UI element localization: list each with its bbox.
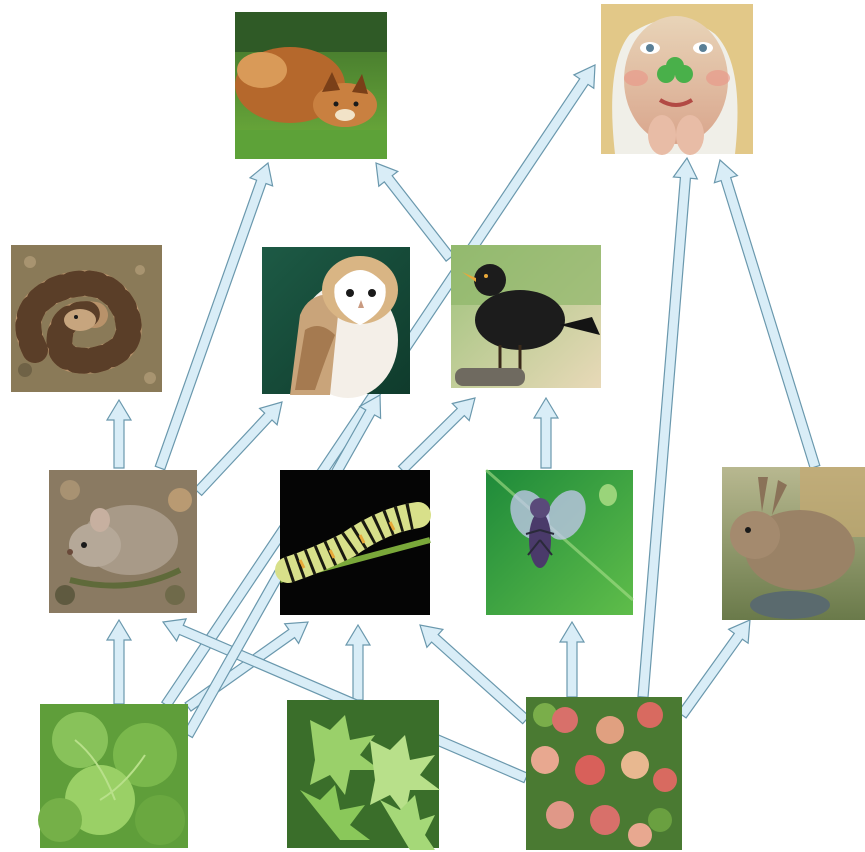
arrow-blackbird-to-fox: [376, 163, 454, 261]
arrow-clover-to-mouse: [107, 620, 131, 704]
caterpillar-icon: [280, 470, 430, 615]
arrow-fly-to-blackbird: [534, 398, 558, 468]
arrow-rabbit-to-girl: [714, 160, 819, 469]
fly-icon: [486, 470, 633, 615]
arrow-maple-to-caterpillar: [346, 625, 370, 700]
arrows-layer: [107, 65, 820, 783]
arrow-apple-to-girl: [638, 158, 697, 697]
snake-icon: [11, 245, 162, 392]
human-icon: [601, 4, 753, 155]
blackbird-icon: [451, 245, 601, 388]
clover-plant-icon: [38, 704, 188, 848]
maple-leaves-icon: [287, 700, 440, 850]
arrow-mouse-to-owl: [194, 402, 282, 495]
arrow-apple-to-rabbit: [678, 620, 750, 718]
owl-icon: [262, 247, 410, 398]
arrow-caterpillar-to-blackbird: [399, 398, 476, 474]
rabbit-icon: [722, 467, 865, 620]
fox-icon: [235, 12, 387, 159]
arrow-mouse-to-snake: [107, 400, 131, 468]
mouse-icon: [49, 470, 197, 613]
arrow-apple-to-fly: [560, 622, 584, 697]
apple-tree-icon: [526, 697, 682, 850]
